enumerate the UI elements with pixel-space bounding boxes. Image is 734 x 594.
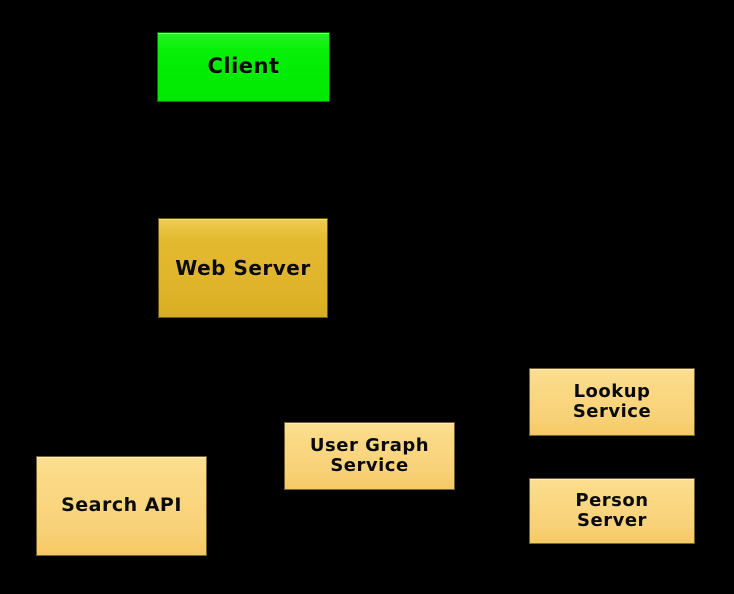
node-web-server-label: Web Server bbox=[175, 255, 311, 280]
edge-web-server-to-lookup-service bbox=[327, 289, 530, 397]
node-client[interactable]: Client bbox=[157, 32, 330, 102]
edge-web-server-to-user-graph-service bbox=[279, 317, 370, 423]
node-lookup-service[interactable]: Lookup Service bbox=[529, 368, 695, 436]
node-user-graph-service-label: User Graph Service bbox=[309, 434, 430, 476]
edge-web-server-to-search-api bbox=[120, 317, 201, 457]
node-search-api-label: Search API bbox=[61, 494, 182, 517]
edge-user-graph-service-to-person-server bbox=[454, 469, 530, 506]
node-person-server[interactable]: Person Server bbox=[529, 478, 695, 544]
node-client-label: Client bbox=[207, 54, 280, 79]
node-person-server-label: Person Server bbox=[575, 489, 649, 531]
node-lookup-service-label: Lookup Service bbox=[572, 380, 652, 422]
node-user-graph-service[interactable]: User Graph Service bbox=[284, 422, 455, 490]
node-search-api[interactable]: Search API bbox=[36, 456, 207, 556]
node-web-server[interactable]: Web Server bbox=[158, 218, 328, 318]
